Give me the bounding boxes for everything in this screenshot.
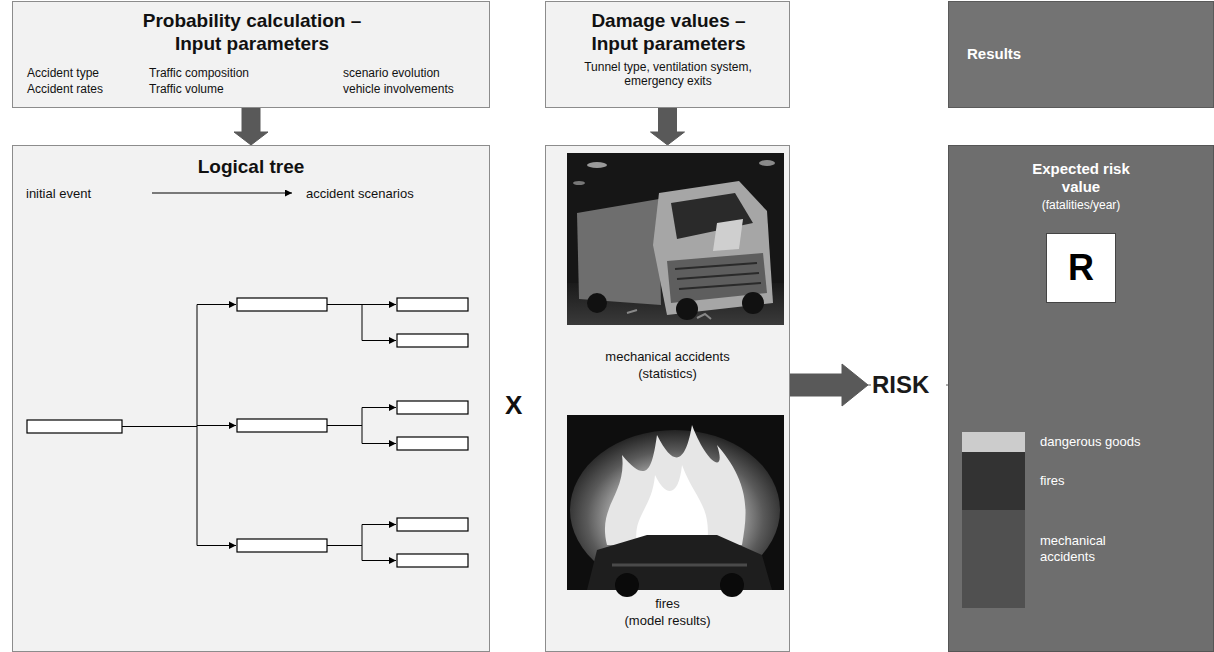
truck-crash-photo xyxy=(567,153,784,325)
tree-lines xyxy=(122,305,396,561)
logic-tree-illustration xyxy=(12,145,490,652)
text-slot: X xyxy=(505,390,522,421)
input-parameter: vehicle involvements xyxy=(343,82,454,96)
risk-symbol: R xyxy=(1047,246,1115,289)
legend-label: mechanical accidents xyxy=(1040,533,1120,564)
text-slot: fires xyxy=(1040,473,1210,489)
text-slot: Traffic volume xyxy=(149,82,224,96)
input-parameter: Accident rates xyxy=(27,82,103,96)
logic-tree-panel: Logical tree initial event accident scenar… xyxy=(12,145,490,652)
text-slot: (model results) xyxy=(546,613,789,629)
panel-heading: Results xyxy=(967,45,1021,63)
panel-heading: Damage values – Input parameters xyxy=(576,10,761,56)
input-parameter: scenario evolution xyxy=(343,66,440,80)
panel-heading: Logical tree xyxy=(13,156,489,179)
text-slot: (fatalities/year) xyxy=(949,198,1213,212)
text-slot: Logical tree xyxy=(13,156,489,179)
legend-swatch xyxy=(962,510,1025,608)
text-slot: dangerous goods xyxy=(1040,434,1210,450)
legend-label: dangerous goods xyxy=(1040,434,1210,450)
damage-panel: mechanical accidents(statistics) fires(mo… xyxy=(545,145,790,652)
direction-arrow xyxy=(152,193,292,194)
text-slot: R xyxy=(1047,246,1115,289)
tree-axis-label: initial event xyxy=(26,186,91,202)
input-parameter: Accident type xyxy=(27,66,99,80)
panel-heading: Probability calculation – Input paramete… xyxy=(132,10,372,56)
results-header-panel: Results xyxy=(948,1,1214,108)
tree-axis-label: accident scenarios xyxy=(306,186,414,202)
text-slot: vehicle involvements xyxy=(343,82,454,96)
connector-label: RISK xyxy=(871,368,946,402)
text-slot: scenario evolution xyxy=(343,66,440,80)
risk-value-box: R xyxy=(1046,233,1116,303)
input-panel: Damage values – Input parametersTunnel t… xyxy=(545,1,790,108)
panel-heading: Expected risk value xyxy=(1021,160,1141,196)
text-slot: (statistics) xyxy=(546,366,789,382)
input-panel: Probability calculation – Input paramete… xyxy=(12,1,490,108)
text-slot: Expected risk value xyxy=(1021,160,1141,196)
text-slot: Probability calculation – Input paramete… xyxy=(132,10,372,56)
text-slot: fires xyxy=(546,596,789,612)
legend-label: fires xyxy=(1040,473,1210,489)
text-slot: Accident type xyxy=(27,66,99,80)
photo-illustrations xyxy=(545,145,790,652)
text-slot: RISK xyxy=(871,368,946,402)
text-slot: Accident rates xyxy=(27,82,103,96)
text-slot: mechanical accidents xyxy=(1040,533,1120,564)
input-parameter: Traffic volume xyxy=(149,82,224,96)
text-slot: mechanical accidents xyxy=(546,349,789,365)
photo-caption: mechanical accidents xyxy=(546,349,789,365)
unit-label: (fatalities/year) xyxy=(949,198,1213,212)
block-arrow-connector xyxy=(234,108,268,145)
text-slot: accident scenarios xyxy=(306,186,414,202)
legend-swatch xyxy=(962,452,1025,510)
text-slot: Results xyxy=(967,45,1021,63)
photo-caption: fires xyxy=(546,596,789,612)
photo-caption: (model results) xyxy=(546,613,789,629)
input-parameter: Traffic composition xyxy=(149,66,249,80)
text-slot: Damage values – Input parameters xyxy=(576,10,761,56)
block-arrow-connector xyxy=(651,108,685,145)
input-parameter: Tunnel type, ventilation system, emergen… xyxy=(568,60,768,89)
text-slot: initial event xyxy=(26,186,91,202)
multiply-sign: X xyxy=(505,390,522,421)
block-arrow-connector xyxy=(790,364,948,406)
tree-boxes xyxy=(27,298,468,567)
text-slot: Tunnel type, ventilation system, emergen… xyxy=(568,60,768,89)
vehicle-fire-photo xyxy=(567,415,784,597)
photo-caption: (statistics) xyxy=(546,366,789,382)
legend-swatch xyxy=(962,432,1025,452)
text-slot: Traffic composition xyxy=(149,66,249,80)
